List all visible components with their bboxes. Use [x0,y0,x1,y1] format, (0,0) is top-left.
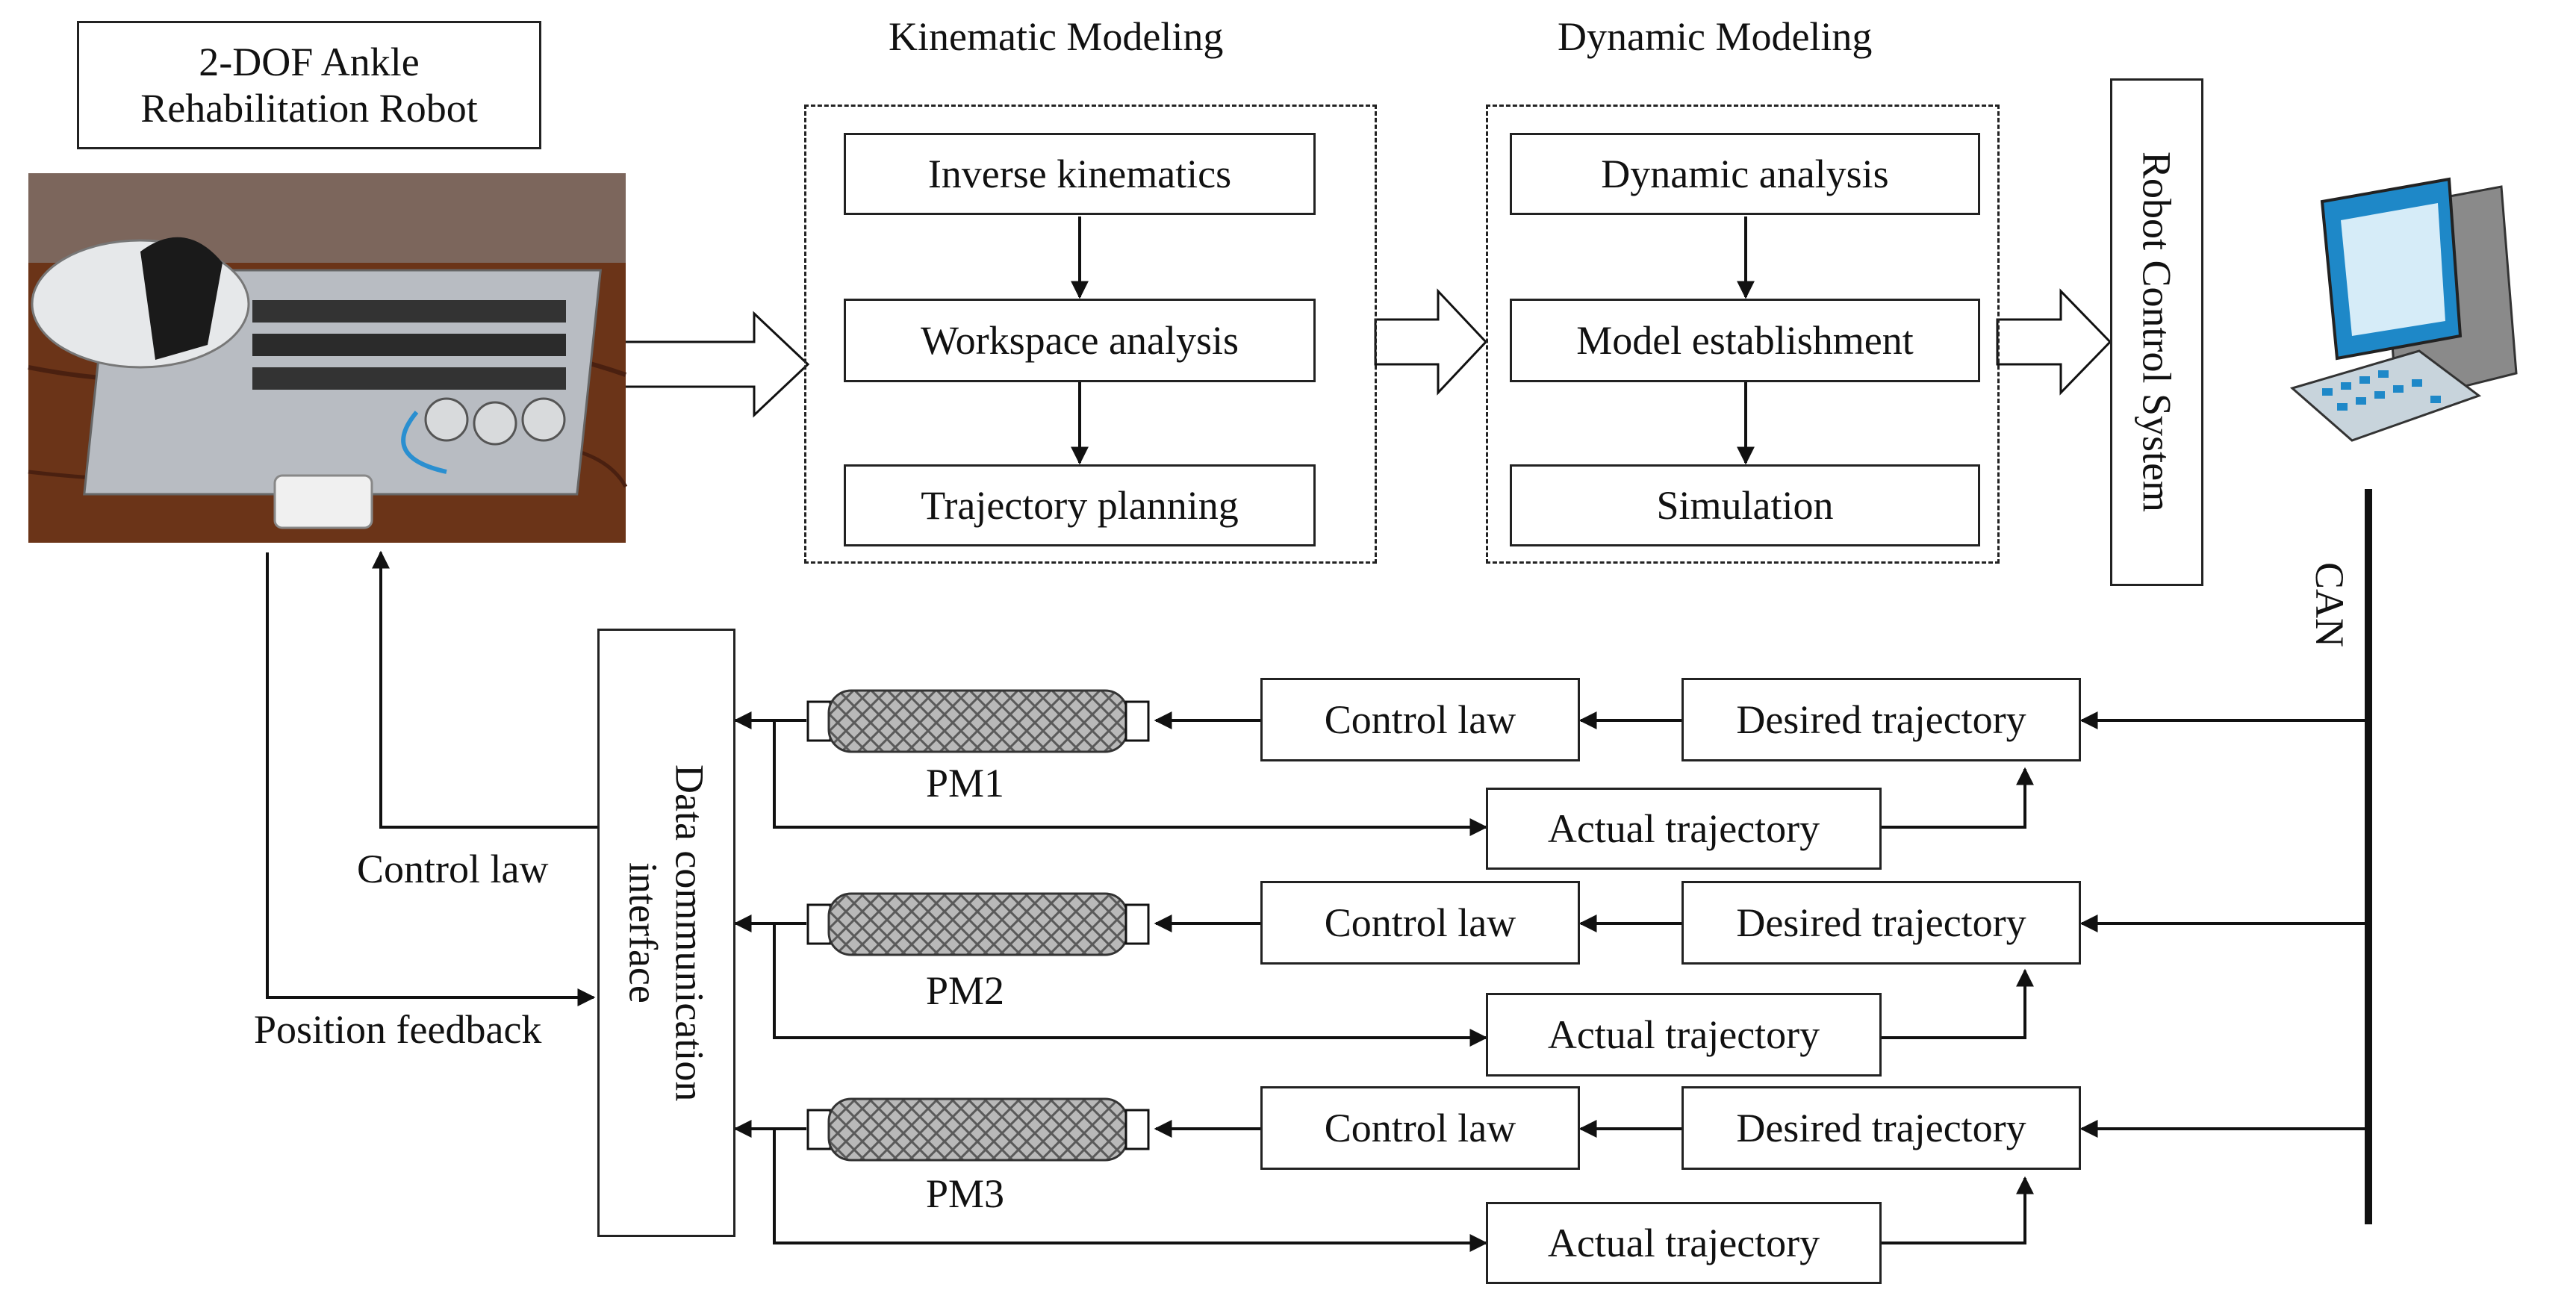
dynamic-group [1486,105,2000,564]
dynamic-step-1: Dynamic analysis [1510,133,1980,215]
muscle-label-pm3: PM3 [926,1171,1005,1216]
desired-trajectory-box-1: Desired trajectory [1681,678,2081,761]
desired-trajectory-box-2: Desired trajectory [1681,881,2081,965]
can-bus-label: CAN [2307,561,2353,647]
pneumatic-muscle-pm3-graphic [806,1097,1150,1162]
hollow-arrow-robot-to-kinematics [618,311,810,418]
kinematic-heading: Kinematic Modeling [889,14,1224,59]
interface-box: Data communication interface [597,629,735,1237]
feedback-position: Position feedback [254,1007,542,1052]
computer-icon [2289,177,2518,442]
interface-line2: interface [620,862,666,1003]
control-law-box-1: Control law [1260,678,1580,761]
actual-trajectory-box-2: Actual trajectory [1486,993,1882,1077]
kinematic-step-3: Trajectory planning [844,464,1316,546]
pneumatic-muscle-pm1-graphic [806,689,1150,753]
pneumatic-muscle-pm2-graphic [806,892,1150,956]
muscle-label-pm1: PM1 [926,761,1005,806]
control-system-label: Robot Control System [2134,152,2180,513]
channel-connectors [733,711,2368,1252]
hollow-arrow-dynamics-to-control [1996,288,2112,396]
desired-trajectory-box-3: Desired trajectory [1681,1086,2081,1170]
muscle-label-pm2: PM2 [926,968,1005,1013]
kinematic-group [804,105,1377,564]
dynamic-step-2: Model establishment [1510,299,1980,382]
robot-title-box: 2-DOF Ankle Rehabilitation Robot [77,21,541,149]
control-law-box-2: Control law [1260,881,1580,965]
dynamic-step-3: Simulation [1510,464,1980,546]
control-law-box-3: Control law [1260,1086,1580,1170]
robot-photo [28,173,628,543]
feedback-control-law: Control law [357,847,549,891]
control-system-box: Robot Control System [2110,78,2203,586]
kinematic-step-1: Inverse kinematics [844,133,1316,215]
actual-trajectory-box-1: Actual trajectory [1486,788,1882,870]
robot-title-line1: 2-DOF Ankle [199,39,420,84]
interface-line1: Data communication [667,764,712,1102]
robot-title-line2: Rehabilitation Robot [140,86,478,131]
hollow-arrow-kinematics-to-dynamics [1374,288,1488,396]
actual-trajectory-box-3: Actual trajectory [1486,1202,1882,1284]
kinematic-step-2: Workspace analysis [844,299,1316,382]
dynamic-heading: Dynamic Modeling [1558,14,1873,59]
